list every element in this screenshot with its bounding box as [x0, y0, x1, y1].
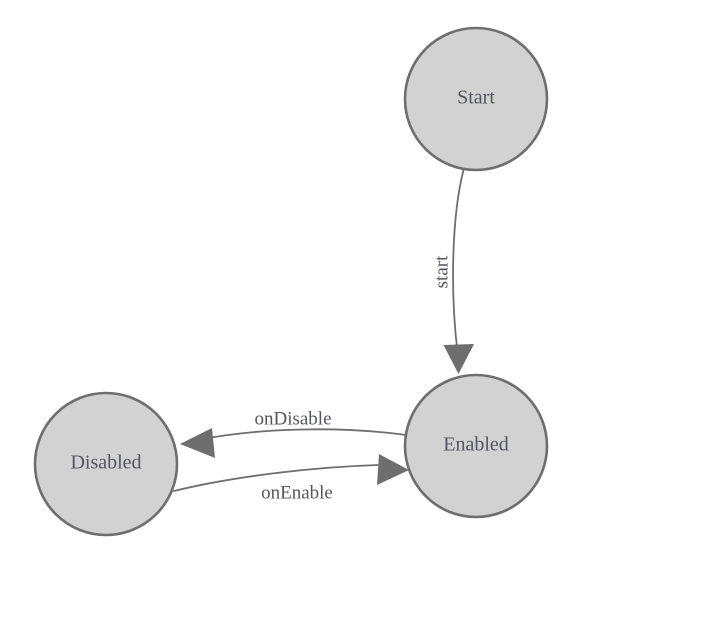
edge-disabled-to-enabled-line	[173, 464, 379, 492]
node-enabled-circle	[403, 373, 549, 519]
edge-start-to-enabled[interactable]	[443, 169, 475, 374]
node-start-label: Start	[457, 87, 495, 109]
edge-disabled-to-enabled-arrowhead	[377, 454, 409, 485]
edge-disabled-to-enabled[interactable]	[173, 454, 409, 492]
edge-label-onenable: onEnable	[261, 482, 333, 503]
edge-label-start: start	[431, 255, 452, 288]
edge-start-to-enabled-line	[452, 169, 465, 353]
node-disabled-label: Disabled	[70, 452, 141, 474]
edge-enabled-to-disabled[interactable]	[180, 428, 407, 458]
node-enabled-label: Enabled	[443, 434, 509, 456]
node-enabled[interactable]: Enabled	[403, 373, 549, 519]
edge-enabled-to-disabled-line	[202, 428, 407, 440]
node-start[interactable]: Start	[403, 26, 549, 172]
edge-enabled-to-disabled-arrowhead	[180, 428, 215, 458]
node-disabled-circle	[33, 391, 179, 537]
edge-start-to-enabled-arrowhead	[443, 344, 474, 374]
node-disabled[interactable]: Disabled	[33, 391, 179, 537]
edge-label-ondisable: onDisable	[254, 408, 331, 429]
node-start-circle	[403, 26, 549, 172]
